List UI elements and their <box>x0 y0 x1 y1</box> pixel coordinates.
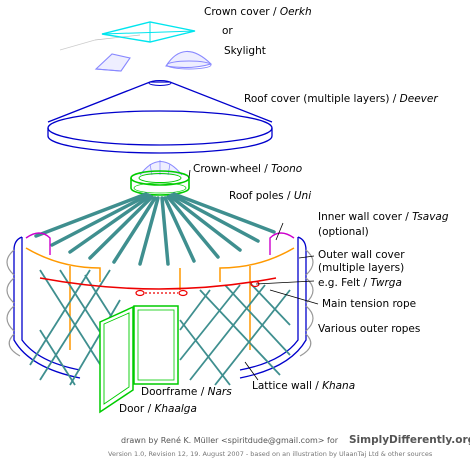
label-outer-wall-cover-layers: (multiple layers) <box>318 262 405 274</box>
label-door: Door / Khaalga <box>119 403 197 415</box>
label-doorframe: Doorframe / Nars <box>141 386 232 398</box>
label-crown-cover: Crown cover / Oerkh <box>204 6 312 18</box>
label-or: or <box>222 25 233 37</box>
roof-poles <box>34 192 276 266</box>
footer-brand: SimplyDifferently.org <box>349 434 470 446</box>
crown-cover-shape <box>59 21 196 51</box>
label-roof-poles: Roof poles / Uni <box>229 190 312 202</box>
label-roof-cover: Roof cover (multiple layers) / Deever <box>244 93 438 105</box>
label-outer-wall-cover-felt: e.g. Felt / Twrga <box>318 277 402 289</box>
footer-version: Version 1.0, Revision 12, 19. August 200… <box>108 450 433 458</box>
outer-ropes <box>6 249 314 357</box>
label-crown-wheel: Crown-wheel / Toono <box>193 163 303 175</box>
footer-credit: drawn by René K. Müller <spiritdude@gmai… <box>121 436 339 445</box>
label-various-outer-ropes: Various outer ropes <box>318 323 421 335</box>
label-inner-wall-cover: Inner wall cover / Tsavag <box>318 211 449 223</box>
roof-cover-shape <box>47 80 273 154</box>
label-skylight: Skylight <box>224 45 266 57</box>
lattice-wall <box>29 269 291 386</box>
label-lattice-wall: Lattice wall / Khana <box>252 380 356 392</box>
label-outer-wall-cover: Outer wall cover <box>318 249 405 261</box>
inner-wall-cover <box>25 247 295 350</box>
leader-lines <box>188 169 319 381</box>
label-main-tension-rope: Main tension rope <box>322 298 417 310</box>
crown-wheel-shape <box>130 160 190 196</box>
skylight-shape <box>94 50 213 72</box>
door-shape <box>99 305 179 414</box>
label-inner-wall-cover-optional: (optional) <box>318 226 369 238</box>
inner-accent <box>25 232 295 255</box>
